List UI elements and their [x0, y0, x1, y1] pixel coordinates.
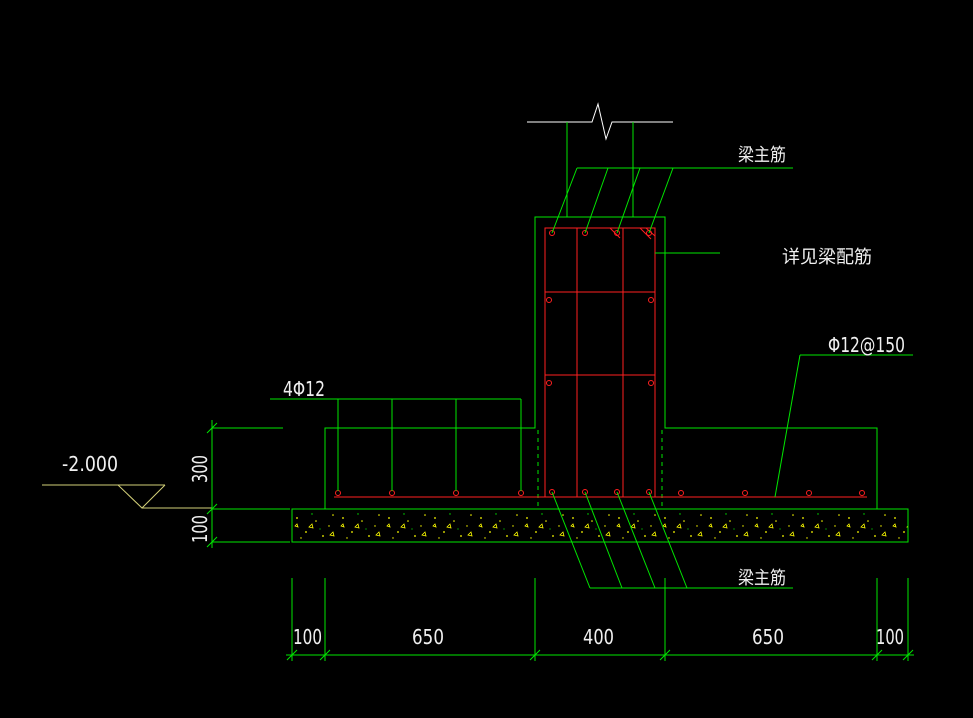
dimension-tick [659, 649, 671, 661]
rebar-dot [806, 490, 812, 496]
leader-slab-rebar: 4Φ12 [270, 377, 522, 491]
leader-line [584, 167, 609, 234]
rebar-dot [453, 490, 459, 496]
rebar-dot [859, 490, 865, 496]
rebar-dot [549, 230, 555, 236]
outer-stirrup [544, 227, 656, 498]
leader-top-main-rebar: 梁主筋 [551, 145, 793, 234]
rebar-dot [648, 297, 654, 303]
dimension-value: 650 [752, 625, 784, 649]
rebar-dot [546, 380, 552, 386]
elevation-triangle [117, 484, 166, 509]
beam-and-slab-outline [324, 216, 878, 509]
dimension-value: 100 [876, 625, 904, 649]
vertical-dimension: 300 100 [188, 420, 290, 548]
dimension-value-100: 100 [188, 515, 212, 543]
rebar-dot [646, 230, 652, 236]
elevation-mark: -2.000 [42, 452, 212, 509]
dimension-value: 100 [293, 625, 322, 649]
distribution-rebar-label: Φ12@150 [828, 333, 905, 357]
rebar-dot [518, 490, 524, 496]
rebar-dot [614, 489, 620, 495]
rebar-dot [646, 489, 652, 495]
leader-distribution-rebar: Φ12@150 [774, 333, 913, 498]
bottom-main-rebar-label: 梁主筋 [738, 568, 786, 589]
leader-line [551, 491, 591, 589]
stirrup-hook [639, 227, 652, 240]
rebar-dot [582, 489, 588, 495]
beam-rebar-cage [544, 227, 656, 498]
dimension-tick [529, 649, 541, 661]
leader-line [774, 354, 801, 498]
rebar-dot [582, 230, 588, 236]
rebar-dot [549, 489, 555, 495]
dimension-tick [871, 649, 883, 661]
rebar-dot [742, 490, 748, 496]
leader-line [551, 167, 578, 234]
dimension-tick [319, 649, 331, 661]
beam-detail-note-label: 详见梁配筋 [782, 247, 872, 268]
slab-rebar [334, 490, 867, 498]
rebar-dot [546, 297, 552, 303]
dimension-tick [286, 649, 298, 661]
dimension-value: 400 [583, 625, 614, 649]
rebar-dot [614, 230, 620, 236]
break-line [527, 102, 673, 141]
leader-beam-detail-note: 详见梁配筋 [655, 247, 872, 268]
slab-rebar-label: 4Φ12 [283, 377, 325, 401]
foundation-outline [291, 216, 909, 543]
rebar-dot [648, 380, 654, 386]
dimension-tick [902, 649, 914, 661]
dimension-tick [206, 422, 218, 434]
leader-line [616, 167, 641, 234]
leader-line [648, 491, 688, 589]
leader-bottom-main-rebar: 梁主筋 [551, 491, 793, 589]
elevation-value: -2.000 [62, 452, 118, 476]
horizontal-dimension: 100 650 400 650 100 [286, 578, 914, 661]
leader-line [648, 167, 674, 234]
dimension-value: 650 [412, 625, 444, 649]
dimension-value-300: 300 [188, 455, 212, 483]
rebar-dot [335, 490, 341, 496]
rebar-dot [389, 490, 395, 496]
rebar-dot [678, 490, 684, 496]
top-main-rebar-label: 梁主筋 [738, 145, 786, 166]
stirrup-hook [645, 227, 656, 237]
leader-line [616, 491, 656, 589]
leader-line [584, 491, 623, 589]
dimension-tick [206, 536, 218, 548]
dimension-tick [206, 503, 218, 515]
concrete-cushion [291, 508, 909, 543]
column-above [527, 102, 673, 217]
